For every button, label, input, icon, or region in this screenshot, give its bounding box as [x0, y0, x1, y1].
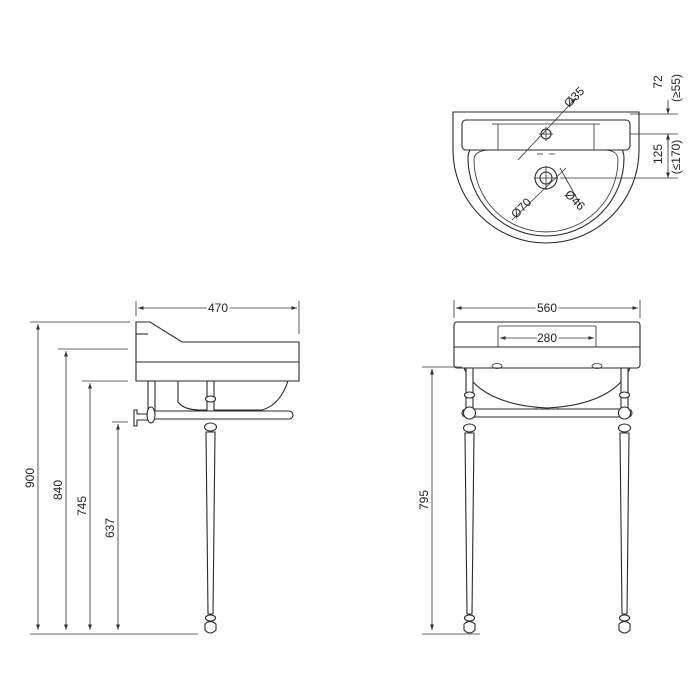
- height-bowl-label: 745: [75, 496, 89, 516]
- top-view: Ø35 Ø70 Ø46 72 (≥55) 125 (≤170): [452, 74, 683, 244]
- height-rail-label: 637: [103, 518, 117, 538]
- basin-side-body: [135, 321, 300, 382]
- basin-outline-top: [452, 111, 640, 244]
- rim-depth-note-label: (≥55): [669, 74, 683, 102]
- front-towel-rail: [461, 408, 633, 418]
- leg-spacing-label: 280: [537, 331, 557, 345]
- waste-offset-label: 125: [651, 144, 665, 164]
- front-height-label: 795: [417, 490, 431, 510]
- basin-bowl-inner-top: [473, 149, 619, 233]
- tap-hole-dia-label: Ø35: [561, 84, 587, 110]
- rim-depth-label: 72: [651, 75, 665, 89]
- waste-outer-dia-label: Ø70: [508, 195, 534, 221]
- front-view: 560 280 795: [415, 299, 641, 635]
- height-overall-label: 900: [23, 468, 37, 488]
- basin-side-bowl: [177, 380, 289, 411]
- side-front-leg: [205, 431, 216, 615]
- basin-width-label: 560: [537, 301, 557, 315]
- waste-inner-dia-label: Ø46: [562, 187, 588, 213]
- side-view: 470 900 840 745 637: [21, 299, 300, 635]
- front-left-leg: [464, 432, 475, 615]
- side-towel-rail: [149, 410, 294, 420]
- waste-offset-note-label: (≤170): [669, 140, 683, 175]
- basin-front-bowl: [463, 367, 631, 409]
- basin-front-rim: [453, 321, 641, 369]
- tap-deck-bevel: [492, 123, 600, 150]
- front-right-leg: [619, 432, 630, 615]
- basin-depth-label: 470: [208, 301, 228, 315]
- side-leg-foot: [204, 620, 217, 634]
- height-rim-label: 840: [51, 480, 65, 500]
